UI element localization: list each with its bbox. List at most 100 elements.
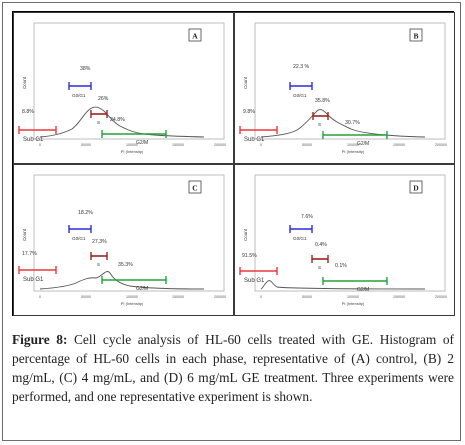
- gate-s: 35.8% S: [312, 98, 330, 127]
- gate-subg1: 17.7% Sub G1: [18, 251, 57, 283]
- x-tick-label: 200000: [214, 295, 226, 299]
- gate-subg1-percent: 9.8%: [243, 109, 255, 115]
- gate-g0g1-label: G0/G1: [72, 236, 86, 241]
- gate-s: 26% S: [90, 96, 109, 125]
- gate-s-percent: 27.3%: [92, 239, 107, 245]
- gate-subg1-label: Sub G1: [244, 278, 265, 284]
- x-axis-label: PI (Intensity): [121, 301, 144, 306]
- x-tick-label: 200000: [214, 143, 226, 147]
- gate-s-label: S: [97, 120, 100, 125]
- histogram-svg: Count 0 50000 100000 150000 200000 PI (Intensi…: [239, 174, 447, 306]
- gate-g2m: 0.1% G2/M: [322, 263, 388, 293]
- y-axis-label: Count: [22, 76, 27, 89]
- gate-subg1: 91.5%Sub G1: [239, 253, 278, 284]
- x-tick-label: 150000: [393, 295, 405, 299]
- panel-d: Count 0 50000 100000 150000 200000 PI (Intensi…: [234, 164, 455, 316]
- x-tick-label: 150000: [393, 143, 405, 147]
- gate-g0g1: 18.2% G0/G1: [68, 210, 93, 241]
- x-tick-label: 100000: [347, 295, 359, 299]
- gate-subg1-label: Sub G1: [23, 277, 44, 283]
- x-tick-label: 100000: [126, 143, 138, 147]
- flow-cytometry-figure: Count 0 50000 100000 150000 200000 PI (Intensi…: [12, 11, 455, 316]
- histogram-curve: [260, 109, 426, 138]
- gate-subg1: 9.8% Sub G1: [239, 109, 278, 143]
- gate-g0g1-percent: 22.3 %: [293, 64, 310, 70]
- x-axis-label: PI (Intensity): [342, 301, 365, 306]
- plot-area: [254, 22, 446, 140]
- gate-g2m: 24.8% G2/M: [101, 117, 167, 146]
- histogram-svg: Count 0 50000 100000 150000 200000 PI (Intensi…: [18, 174, 226, 306]
- plot-area: [33, 22, 225, 140]
- gate-s: 0.4% S: [311, 242, 329, 270]
- panel-letter-box: [409, 180, 423, 194]
- x-axis-label: PI (Intensity): [121, 149, 144, 154]
- x-tick-label: 200000: [435, 143, 447, 147]
- gate-g0g1-label: G0/G1: [293, 93, 307, 98]
- histogram-curve: [39, 106, 205, 138]
- plot-area: [254, 174, 446, 292]
- panel-letter-box: [409, 28, 423, 42]
- y-axis-label: Count: [22, 228, 27, 241]
- figure-frame: [2, 2, 461, 441]
- gate-g2m-percent: 35.3%: [118, 262, 133, 268]
- gate-g2m: 35.3% G2/M: [101, 262, 167, 292]
- x-tick-label: 0: [260, 295, 262, 299]
- x-tick-label: 150000: [172, 143, 184, 147]
- gate-s-label: S: [97, 262, 100, 267]
- gate-s-percent: 35.8%: [315, 98, 330, 104]
- gate-g2m-percent: 24.8%: [110, 117, 125, 123]
- figure-caption: Figure 8: Cell cycle analysis of HL-60 c…: [12, 330, 454, 406]
- gate-g0g1-label: G0/G1: [72, 93, 86, 98]
- gate-g0g1-label: G0/G1: [293, 236, 307, 241]
- gate-g2m-percent: 0.1%: [335, 263, 347, 269]
- gate-s-percent: 0.4%: [315, 242, 327, 248]
- panel-a: Count 0 50000 100000 150000 200000 PI (Intensi…: [13, 12, 234, 164]
- gate-s-percent: 26%: [98, 96, 109, 102]
- x-tick-label: 150000: [172, 295, 184, 299]
- histogram-curve: [39, 271, 205, 290]
- gate-subg1-percent: 8.8%: [22, 109, 34, 115]
- x-tick-label: 50000: [302, 143, 312, 147]
- panel-letter-box: [188, 180, 202, 194]
- gate-subg1-percent: 17.7%: [22, 251, 37, 257]
- panel-letter: C: [192, 184, 197, 193]
- gate-g0g1-percent: 7.6%: [301, 214, 313, 220]
- gate-g2m: 30.7%G2/M: [322, 120, 388, 147]
- x-tick-label: 50000: [302, 295, 312, 299]
- gate-g2m-label: G2/M: [136, 140, 148, 146]
- x-axis-label: PI (Intensity): [342, 149, 365, 154]
- x-tick-label: 0: [260, 143, 262, 147]
- panel-letter: D: [413, 184, 419, 193]
- plot-area: [33, 174, 225, 292]
- x-tick-label: 50000: [81, 143, 91, 147]
- y-axis-label: Count: [243, 228, 248, 241]
- gate-g2m-label: G2/M: [357, 287, 369, 293]
- gate-g2m-label: G2/M: [136, 286, 148, 292]
- gate-s-label: S: [318, 122, 321, 127]
- x-tick-label: 100000: [347, 143, 359, 147]
- x-tick-label: 50000: [81, 295, 91, 299]
- gate-g0g1: 38% G0/G1: [68, 66, 92, 98]
- gate-subg1-label: Sub G1: [244, 137, 265, 143]
- x-tick-label: 200000: [435, 295, 447, 299]
- gate-s: 27.3% S: [90, 239, 108, 267]
- panel-letter: A: [192, 32, 198, 41]
- gate-g0g1: 22.3 % G0/G1: [289, 64, 313, 98]
- x-tick-label: 100000: [126, 295, 138, 299]
- gate-s-label: S: [318, 265, 321, 270]
- x-tick-label: 0: [39, 143, 41, 147]
- panel-letter-box: [188, 28, 202, 42]
- x-tick-label: 0: [39, 295, 41, 299]
- panel-letter: B: [413, 32, 418, 41]
- caption-label: Figure 8:: [12, 332, 68, 347]
- gate-g2m-percent: 30.7%: [345, 120, 360, 126]
- panel-c: Count 0 50000 100000 150000 200000 PI (Intensi…: [13, 164, 234, 316]
- gate-g0g1-percent: 18.2%: [78, 210, 93, 216]
- histogram-curve: [260, 280, 426, 290]
- gate-subg1-label: Sub G1: [23, 137, 44, 143]
- gate-g0g1-percent: 38%: [80, 66, 91, 72]
- gate-g0g1: 7.6% G0/G1: [289, 214, 313, 241]
- caption-text: Cell cycle analysis of HL-60 cells treat…: [12, 332, 454, 404]
